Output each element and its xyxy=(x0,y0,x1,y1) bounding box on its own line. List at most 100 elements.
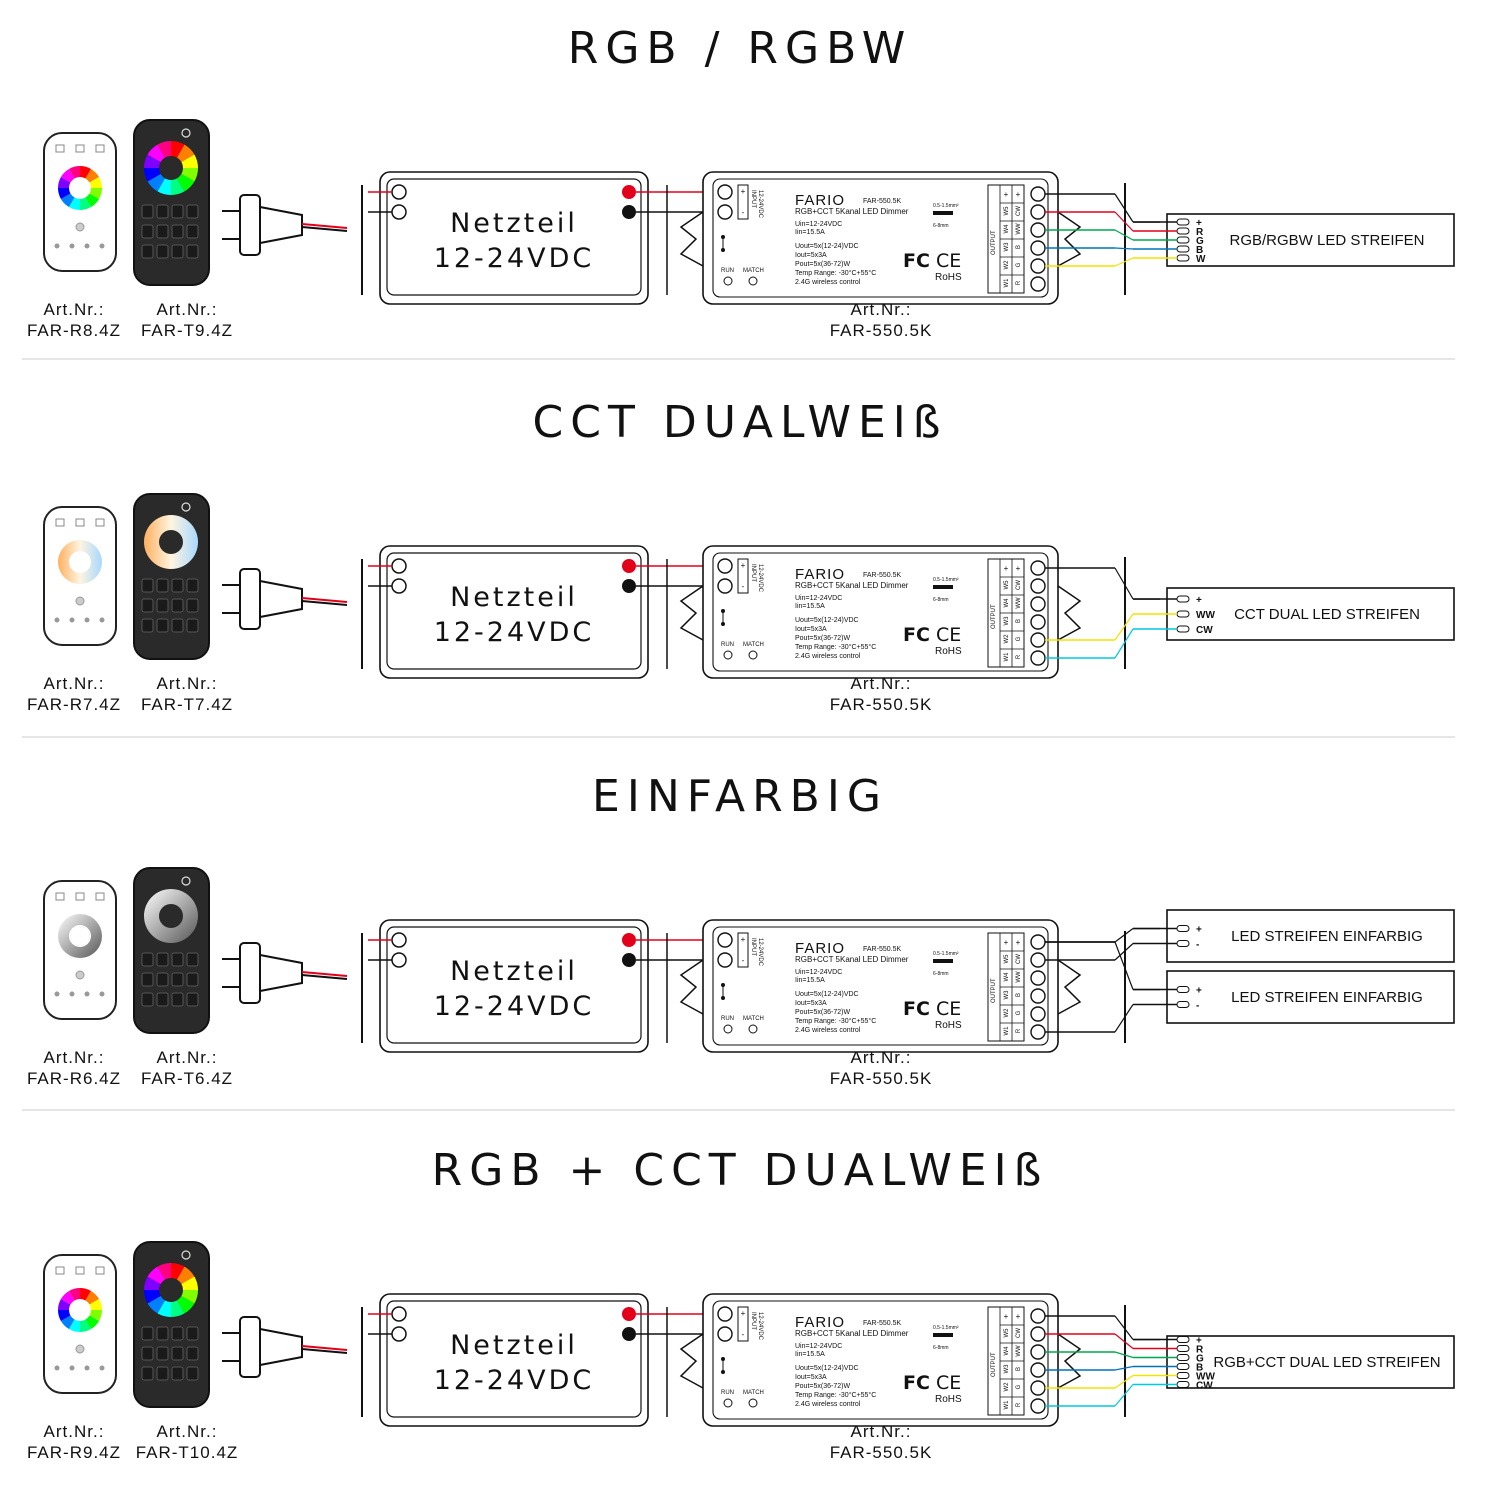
remote-key xyxy=(186,598,199,613)
remote-key xyxy=(156,598,169,613)
remote-zone-dot xyxy=(54,617,60,623)
plug-pins xyxy=(222,210,240,240)
psu-in-terminal xyxy=(391,204,407,220)
output-pin-name: W4 xyxy=(1004,224,1010,234)
controller-clamp-left xyxy=(679,1333,704,1389)
section-0: RGB / RGBWArt.Nr.:FAR-R8.4ZArt.Nr.:FAR-T… xyxy=(27,23,1455,340)
psu-in-terminal xyxy=(391,184,407,200)
output-pin-func: G xyxy=(1016,636,1022,641)
input-voltage: 12-24VDC xyxy=(757,564,763,593)
power-icon xyxy=(181,876,191,886)
output-pin-name: W1 xyxy=(1004,1026,1010,1036)
controller-out-wire xyxy=(1114,257,1134,267)
output-terminal xyxy=(1030,1362,1046,1378)
input-minus-sign: - xyxy=(742,1330,745,1339)
psu-out-plus xyxy=(622,559,636,573)
remote-top-button xyxy=(95,518,105,527)
remote-t-art-label: Art.Nr.: xyxy=(157,674,218,693)
output-pin-func: G xyxy=(1016,1384,1022,1389)
strip-pin-label: + xyxy=(1196,218,1202,229)
controller-in-terminal xyxy=(717,558,733,574)
controller-out-wire xyxy=(1114,1351,1134,1359)
controller-spec-out: 2.4G wireless control xyxy=(795,1027,861,1034)
output-pin-func: R xyxy=(1016,1402,1022,1407)
output-pin-name: W2 xyxy=(1004,1008,1010,1018)
remote-key xyxy=(156,1366,169,1381)
strip-pin-label: + xyxy=(1196,1336,1202,1347)
input-polarity-box xyxy=(737,558,749,594)
psu-box xyxy=(379,919,649,1053)
remote-t-image xyxy=(133,493,210,660)
strip-pin-label: CW xyxy=(1196,1381,1213,1392)
output-pin-name: W4 xyxy=(1004,598,1010,608)
controller-model: FAR-550.5K xyxy=(863,572,901,579)
led-strip-label: CCT DUAL LED STREIFEN xyxy=(1234,606,1420,623)
remote-key xyxy=(141,224,154,239)
controller-model: FAR-550.5K xyxy=(863,1320,901,1327)
output-pin-name: W5 xyxy=(1004,580,1010,590)
controller-spec-out: Iout=5x3A xyxy=(795,626,827,633)
output-pin-func: CW xyxy=(1016,206,1022,216)
wire-strip-icon xyxy=(933,959,953,963)
remote-top-button xyxy=(55,892,65,901)
controller-out-wire xyxy=(1114,628,1134,659)
remote-top-button xyxy=(55,144,65,153)
run-label: RUN xyxy=(721,1016,734,1022)
remote-key xyxy=(186,204,199,219)
led-strip-box xyxy=(1166,1335,1455,1389)
strip-pad xyxy=(1176,218,1190,226)
remote-t-art-number: FAR-T6.4Z xyxy=(141,1069,233,1088)
controller-in-terminal xyxy=(717,1306,733,1322)
cable-red xyxy=(301,971,348,977)
output-pin-name: W5 xyxy=(1004,954,1010,964)
section-title: EINFARBIG xyxy=(592,771,888,822)
match-label: MATCH xyxy=(743,268,764,274)
strip-pin-label: + xyxy=(1196,986,1202,997)
output-pin-func: CW xyxy=(1016,954,1022,964)
output-terminal xyxy=(1030,1308,1046,1324)
output-pin-name: W3 xyxy=(1004,616,1010,626)
strip-pad xyxy=(1176,1372,1190,1379)
input-voltage: 12-24VDC xyxy=(757,938,763,967)
rohs-mark: RoHS xyxy=(935,646,962,657)
controller-spec-out: Iout=5x3A xyxy=(795,1000,827,1007)
psu-out-plus xyxy=(622,933,636,947)
controller-out-wire xyxy=(1114,1315,1134,1340)
remote-key xyxy=(156,952,169,967)
controller-spec-out: Iout=5x3A xyxy=(795,1374,827,1381)
controller-spec-out: Pout=5x(36-72)W xyxy=(795,635,850,642)
remote-key xyxy=(141,204,154,219)
strip-pin-label: WW xyxy=(1196,610,1215,621)
strip-pad xyxy=(1176,595,1190,603)
wire-strip-icon xyxy=(933,585,953,589)
output-plus: + xyxy=(1016,564,1021,573)
strip-spec: 6-8mm xyxy=(933,1345,949,1351)
controller-out-wire xyxy=(1114,247,1134,250)
controller-box xyxy=(702,545,1059,679)
strip-pad xyxy=(1176,245,1190,253)
input-label: INPUT xyxy=(750,564,756,582)
controller-in-terminal xyxy=(717,204,733,220)
remote-top-button xyxy=(75,518,85,527)
plug-icon xyxy=(222,194,348,256)
input-minus-sign: - xyxy=(742,208,745,217)
controller-in-terminal xyxy=(717,932,733,948)
section-1: CCT DUALWEIßArt.Nr.:FAR-R7.4ZArt.Nr.:FAR… xyxy=(27,397,1455,714)
remote-top-button xyxy=(95,1266,105,1275)
controller-brand: FARIO xyxy=(795,940,845,957)
plug-neck xyxy=(259,579,303,619)
fc-mark: FC xyxy=(903,250,930,272)
wheel-center xyxy=(69,177,91,199)
strip-pad xyxy=(1176,1363,1190,1370)
remote-key xyxy=(156,204,169,219)
output-plus: + xyxy=(1016,938,1021,947)
remote-r-image xyxy=(43,880,117,1020)
controller-in-terminal xyxy=(717,1326,733,1342)
controller-out-wire xyxy=(1114,928,1134,943)
rohs-mark: RoHS xyxy=(935,1020,962,1031)
plug-body xyxy=(239,568,261,630)
input-plus-sign: + xyxy=(741,187,746,196)
remote-key xyxy=(141,578,154,593)
psu-inner xyxy=(386,1300,642,1418)
remote-t-art-label: Art.Nr.: xyxy=(157,1048,218,1067)
